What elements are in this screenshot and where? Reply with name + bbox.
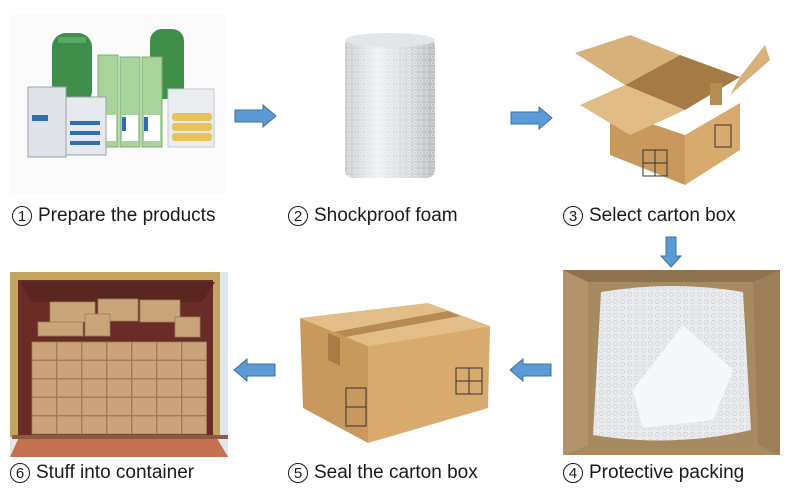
step-label: Stuff into container bbox=[36, 462, 195, 483]
carton-in-container bbox=[56, 397, 82, 416]
carton-in-container bbox=[131, 378, 157, 398]
carton-in-container bbox=[106, 415, 132, 435]
carton-in-container bbox=[156, 397, 182, 416]
step-number: 3 bbox=[563, 206, 583, 226]
step-3-image bbox=[570, 15, 770, 190]
carton-in-container bbox=[31, 341, 57, 361]
carton-in-container bbox=[156, 341, 182, 361]
step-number: 2 bbox=[288, 206, 308, 226]
step-1-caption: 1 Prepare the products bbox=[12, 205, 215, 227]
carton-in-container bbox=[181, 378, 207, 398]
carton-in-container bbox=[131, 415, 157, 435]
step-2-image bbox=[340, 30, 440, 185]
carton-in-container bbox=[56, 378, 82, 398]
step-2-caption: 2 Shockproof foam bbox=[288, 205, 458, 227]
carton-in-container bbox=[156, 360, 182, 379]
step-label: Protective packing bbox=[589, 462, 745, 483]
step-number: 1 bbox=[12, 206, 32, 226]
step-6-image bbox=[10, 272, 228, 457]
step-4-caption: 4 Protective packing bbox=[563, 462, 744, 484]
carton-in-container bbox=[81, 397, 107, 416]
step-number: 4 bbox=[563, 463, 583, 483]
step-5-caption: 5 Seal the carton box bbox=[288, 462, 478, 484]
carton-in-container bbox=[81, 360, 107, 379]
arrow-right-icon bbox=[510, 106, 554, 130]
carton-in-container bbox=[81, 341, 107, 361]
step-label: Seal the carton box bbox=[314, 462, 478, 483]
step-5-image bbox=[298, 298, 493, 448]
carton-in-container bbox=[156, 378, 182, 398]
carton-in-container bbox=[181, 415, 207, 435]
carton-in-container bbox=[181, 360, 207, 379]
arrow-left-icon bbox=[508, 358, 552, 382]
step-number: 6 bbox=[10, 463, 30, 483]
step-1-image bbox=[10, 15, 225, 195]
carton-in-container bbox=[181, 397, 207, 416]
step-3-caption: 3 Select carton box bbox=[563, 205, 736, 227]
carton-in-container bbox=[31, 360, 57, 379]
carton-in-container bbox=[31, 397, 57, 416]
carton-in-container bbox=[106, 378, 132, 398]
carton-in-container bbox=[81, 378, 107, 398]
carton-in-container bbox=[131, 397, 157, 416]
carton-in-container bbox=[31, 378, 57, 398]
carton-in-container bbox=[106, 360, 132, 379]
arrow-right-icon bbox=[234, 104, 278, 128]
carton-in-container bbox=[131, 341, 157, 361]
carton-in-container bbox=[131, 360, 157, 379]
carton-in-container bbox=[56, 360, 82, 379]
carton-in-container bbox=[156, 415, 182, 435]
carton-in-container bbox=[56, 341, 82, 361]
arrow-left-icon bbox=[232, 358, 276, 382]
carton-in-container bbox=[106, 341, 132, 361]
step-6-caption: 6 Stuff into container bbox=[10, 462, 194, 484]
step-label: Shockproof foam bbox=[314, 205, 458, 226]
step-number: 5 bbox=[288, 463, 308, 483]
carton-in-container bbox=[31, 415, 57, 435]
step-label: Select carton box bbox=[589, 205, 736, 226]
carton-in-container bbox=[181, 341, 207, 361]
carton-in-container bbox=[81, 415, 107, 435]
step-label: Prepare the products bbox=[38, 205, 216, 226]
step-4-image bbox=[563, 270, 780, 455]
carton-in-container bbox=[106, 397, 132, 416]
arrow-down-icon bbox=[660, 236, 682, 268]
carton-in-container bbox=[56, 415, 82, 435]
